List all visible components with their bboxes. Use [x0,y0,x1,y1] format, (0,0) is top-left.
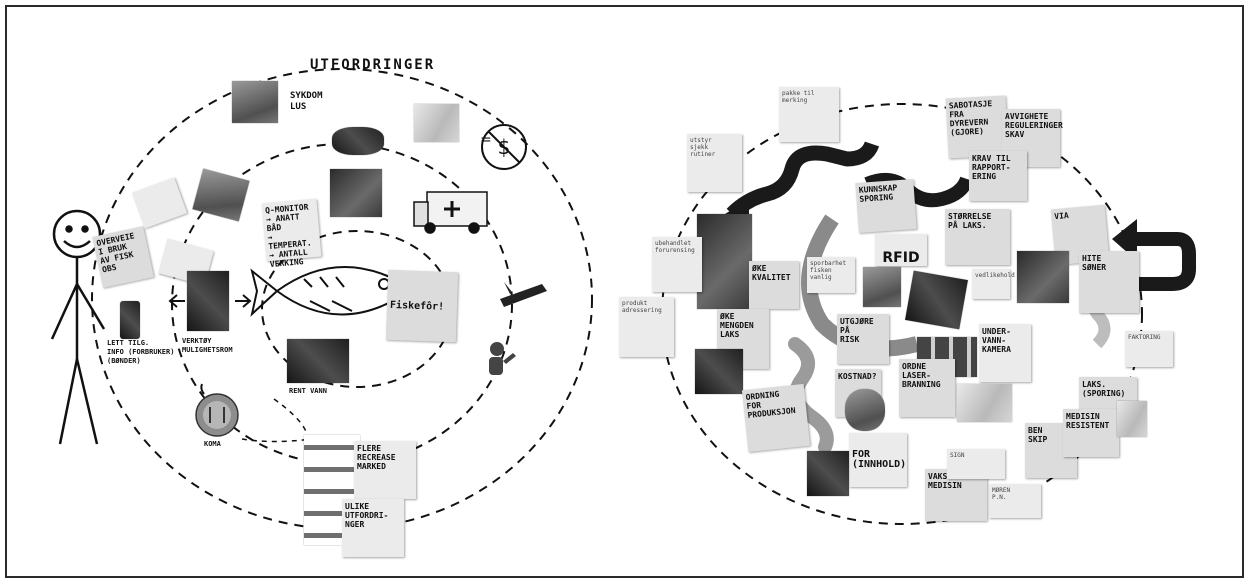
crossed-dollar-icon: $ = [480,124,527,170]
figure-frame: $ = [5,5,1244,578]
person-pole-photo [187,271,229,331]
black-uturn-head [1112,219,1137,261]
left-board-drawing: $ = [50,68,593,530]
underwater-camera-note: UNDER- VANN- KAMERA [979,324,1031,382]
ship-hull-photo [695,349,743,394]
black-uturn-arrow [1132,232,1196,291]
fish-feed-text: Fiskefôr! [389,299,445,313]
challenges-title: UTFORDRINGER [310,57,436,73]
ambulance-icon [413,191,488,234]
left-board: $ = [42,39,602,559]
moren-note: MØREN P.N. [989,484,1041,518]
for-innhold-note: FOR (INNHOLD) [849,433,907,487]
seabed-photo [957,384,1012,422]
different-challenges-note: ULIKE UTFORDRI- NGER [342,499,404,557]
sabotage-note: SABOTASJE FRA DYREVERN (GJORE) [945,95,1009,159]
salmon-photo [845,389,885,431]
hite-soner-note: HITE SØNER [1079,251,1139,313]
phone-photo [120,301,140,339]
ocean-photo-bottom [807,451,849,496]
dark-machinery-photo [697,214,752,309]
phone-photo-right [905,270,968,330]
ocean-night-photo [287,339,349,383]
right-board: pakke til merking utstyr sjekk rutiner S… [617,39,1207,559]
swordfish-icon [500,282,547,307]
tiny-note-c: ubehandlet forurensing [652,237,702,292]
size-note: STØRRELSE PÅ LAKS. [945,209,1010,265]
tiny-note-a: pakke til merking [779,87,839,142]
box-photo [1117,401,1147,437]
more-markets-note: FLERE RECREASE MARKED [354,441,416,499]
direction-arrows [168,294,252,395]
svg-text:=: = [480,132,492,148]
for-innhold-text: FOR (INNHOLD) [852,449,907,470]
knowledge-note: KUNNSKAP SPORING [855,179,917,233]
production-note: ORDNE LASER- BRANNING [899,359,955,417]
medisin-resistent-note: MEDISIN RESISTENT [1063,409,1119,457]
fish-head-photo [330,169,382,217]
clean-water-label: RENT VANN [289,387,327,395]
overview-note: OVERVEIE I BRUK AV FISK OBS [92,226,154,288]
outer-dashed-circle [91,68,593,530]
diver-icon [489,342,516,375]
q-monitor-note: Q-MONITOR → ANATT BÅD → TEMPERAT. → ANTA… [261,198,322,269]
disease-lice-label: SYKDOM LUS [290,91,323,112]
koma-label: KOMA [204,440,221,448]
device-photo [863,267,901,307]
seagull-photo [232,81,278,123]
tiny-note-b: utstyr sjekk rutiner [687,134,742,192]
rfid-text: RFID [882,250,920,266]
underwater-photo [1017,251,1069,303]
tiny-note-f: produkt adressering [619,297,674,357]
kvalitet-note: ØKE KVALITET [749,261,799,309]
easy-info-label: LETT TILG. INFO (FORBRUKER) (BØNDER) [107,339,175,365]
tiny-note-d: sporbarhet fisken vanlig [807,257,855,293]
requirements-note: KRAV TIL RAPPORT- ERING [969,151,1027,201]
svg-text:$: $ [498,135,511,159]
rfid-note: RFID [875,234,927,266]
faktoring-note: FAKTORING [1125,331,1173,367]
stick-figure [50,209,106,445]
black-zigzag-arrow [726,141,880,220]
dashed-connectors [241,398,313,443]
hand-knife-photo [414,104,459,142]
striped-fish-photo [332,127,384,155]
rune-coin-icon [195,393,239,437]
sign-note: SIGN [947,449,1005,479]
tiny-note-e: vedlikehold [972,269,1015,299]
ordning-note: ORDNING FOR PRODUKSJON [741,383,811,453]
risk-note: UTGJØRE PÅ RISK [837,314,889,364]
fish-feed-note: Fiskefôr! [385,269,459,343]
tools-label: VERKTØY MULIGHETSROM [182,337,233,354]
